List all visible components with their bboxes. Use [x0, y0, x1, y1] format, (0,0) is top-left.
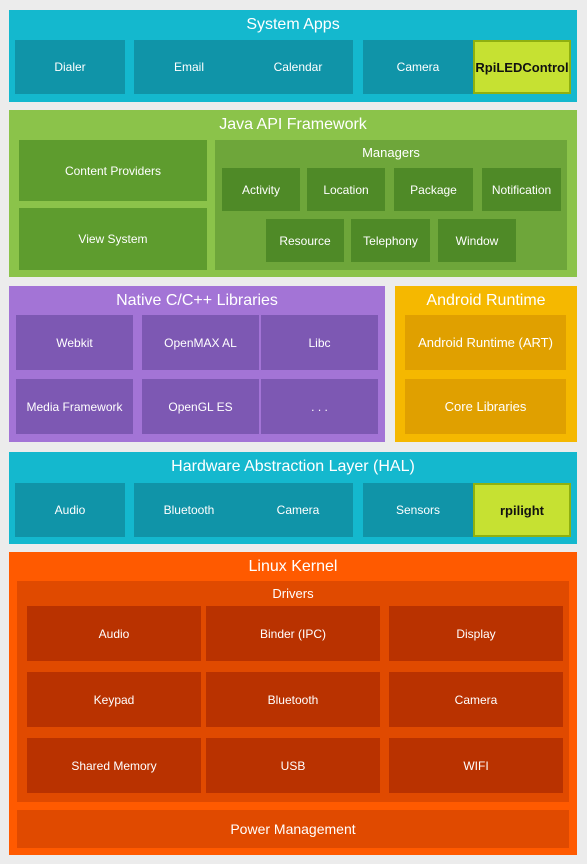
drivers-group: Drivers Audio Binder (IPC) Display Keypa…: [17, 581, 569, 802]
manager-notification: Notification: [482, 168, 561, 211]
android-runtime-layer: Android Runtime Android Runtime (ART) Co…: [395, 286, 577, 442]
hal-sensors: Sensors: [363, 483, 473, 537]
native-libraries-layer: Native C/C++ Libraries Webkit OpenMAX AL…: [9, 286, 385, 442]
drivers-title: Drivers: [272, 586, 314, 601]
manager-package: Package: [394, 168, 473, 211]
manager-window: Window: [438, 219, 516, 262]
runtime-art: Android Runtime (ART): [405, 315, 566, 370]
hal-camera: Camera: [243, 483, 353, 537]
hal-title: Hardware Abstraction Layer (HAL): [171, 458, 415, 475]
lib-media-framework: Media Framework: [16, 379, 133, 434]
driver-binder-ipc: Binder (IPC): [206, 606, 380, 661]
java-api-framework-layer: Java API Framework Content Providers Vie…: [9, 110, 577, 277]
linux-kernel-layer: Linux Kernel Drivers Audio Binder (IPC) …: [9, 552, 577, 855]
power-management-box: Power Management: [17, 810, 569, 848]
hal-layer: Hardware Abstraction Layer (HAL) Audio B…: [9, 452, 577, 544]
system-apps-layer: System Apps Dialer Email Calendar Camera…: [9, 10, 577, 102]
view-system-box: View System: [19, 208, 207, 270]
runtime-core-libraries: Core Libraries: [405, 379, 566, 434]
manager-location: Location: [307, 168, 385, 211]
native-libraries-title: Native C/C++ Libraries: [116, 292, 278, 309]
java-api-title: Java API Framework: [219, 116, 367, 133]
hal-rpilight: rpilight: [473, 483, 571, 537]
manager-telephony: Telephony: [351, 219, 430, 262]
hal-bluetooth: Bluetooth: [134, 483, 244, 537]
driver-wifi: WIFI: [389, 738, 563, 793]
lib-more: . . .: [261, 379, 378, 434]
driver-audio: Audio: [27, 606, 201, 661]
android-runtime-title: Android Runtime: [426, 292, 546, 309]
system-apps-title: System Apps: [246, 16, 340, 33]
app-camera: Camera: [363, 40, 473, 94]
app-email: Email: [134, 40, 244, 94]
managers-title: Managers: [362, 145, 420, 160]
app-dialer: Dialer: [15, 40, 125, 94]
lib-opengl-es: OpenGL ES: [142, 379, 259, 434]
driver-camera: Camera: [389, 672, 563, 727]
managers-group: Managers Activity Location Package Notif…: [215, 140, 567, 270]
driver-display: Display: [389, 606, 563, 661]
app-calendar: Calendar: [243, 40, 353, 94]
lib-webkit: Webkit: [16, 315, 133, 370]
app-rpiledcontrol: RpiLEDControl: [473, 40, 571, 94]
lib-openmax-al: OpenMAX AL: [142, 315, 259, 370]
hal-audio: Audio: [15, 483, 125, 537]
driver-bluetooth: Bluetooth: [206, 672, 380, 727]
driver-shared-memory: Shared Memory: [27, 738, 201, 793]
manager-activity: Activity: [222, 168, 300, 211]
linux-kernel-title: Linux Kernel: [248, 558, 338, 575]
driver-keypad: Keypad: [27, 672, 201, 727]
driver-usb: USB: [206, 738, 380, 793]
content-providers-box: Content Providers: [19, 140, 207, 201]
lib-libc: Libc: [261, 315, 378, 370]
manager-resource: Resource: [266, 219, 344, 262]
